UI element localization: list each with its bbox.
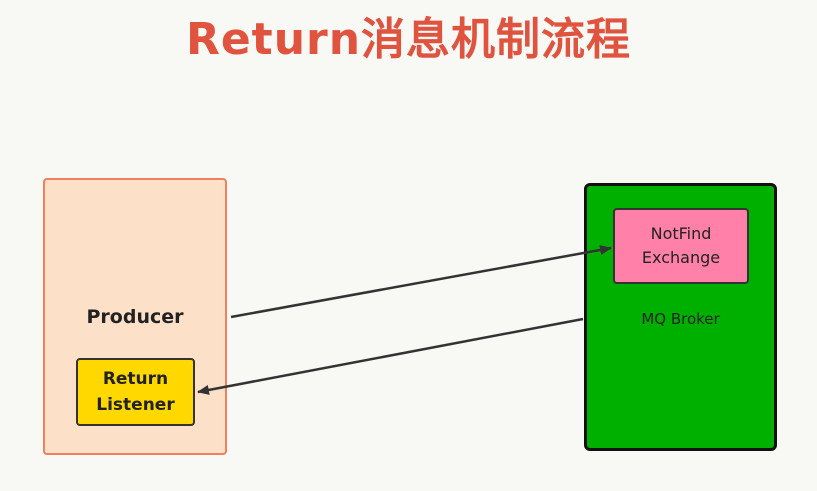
arrow-producer-to-notfind-exchange <box>230 245 612 319</box>
mq-broker-label: MQ Broker <box>641 310 720 328</box>
producer-label: Producer <box>86 306 184 328</box>
notfind-exchange-box: NotFind Exchange <box>613 208 749 284</box>
arrow-broker-to-return-listener <box>197 317 584 395</box>
return-listener-box: Return Listener <box>76 358 195 426</box>
diagram-title: Return消息机制流程 <box>185 14 632 65</box>
